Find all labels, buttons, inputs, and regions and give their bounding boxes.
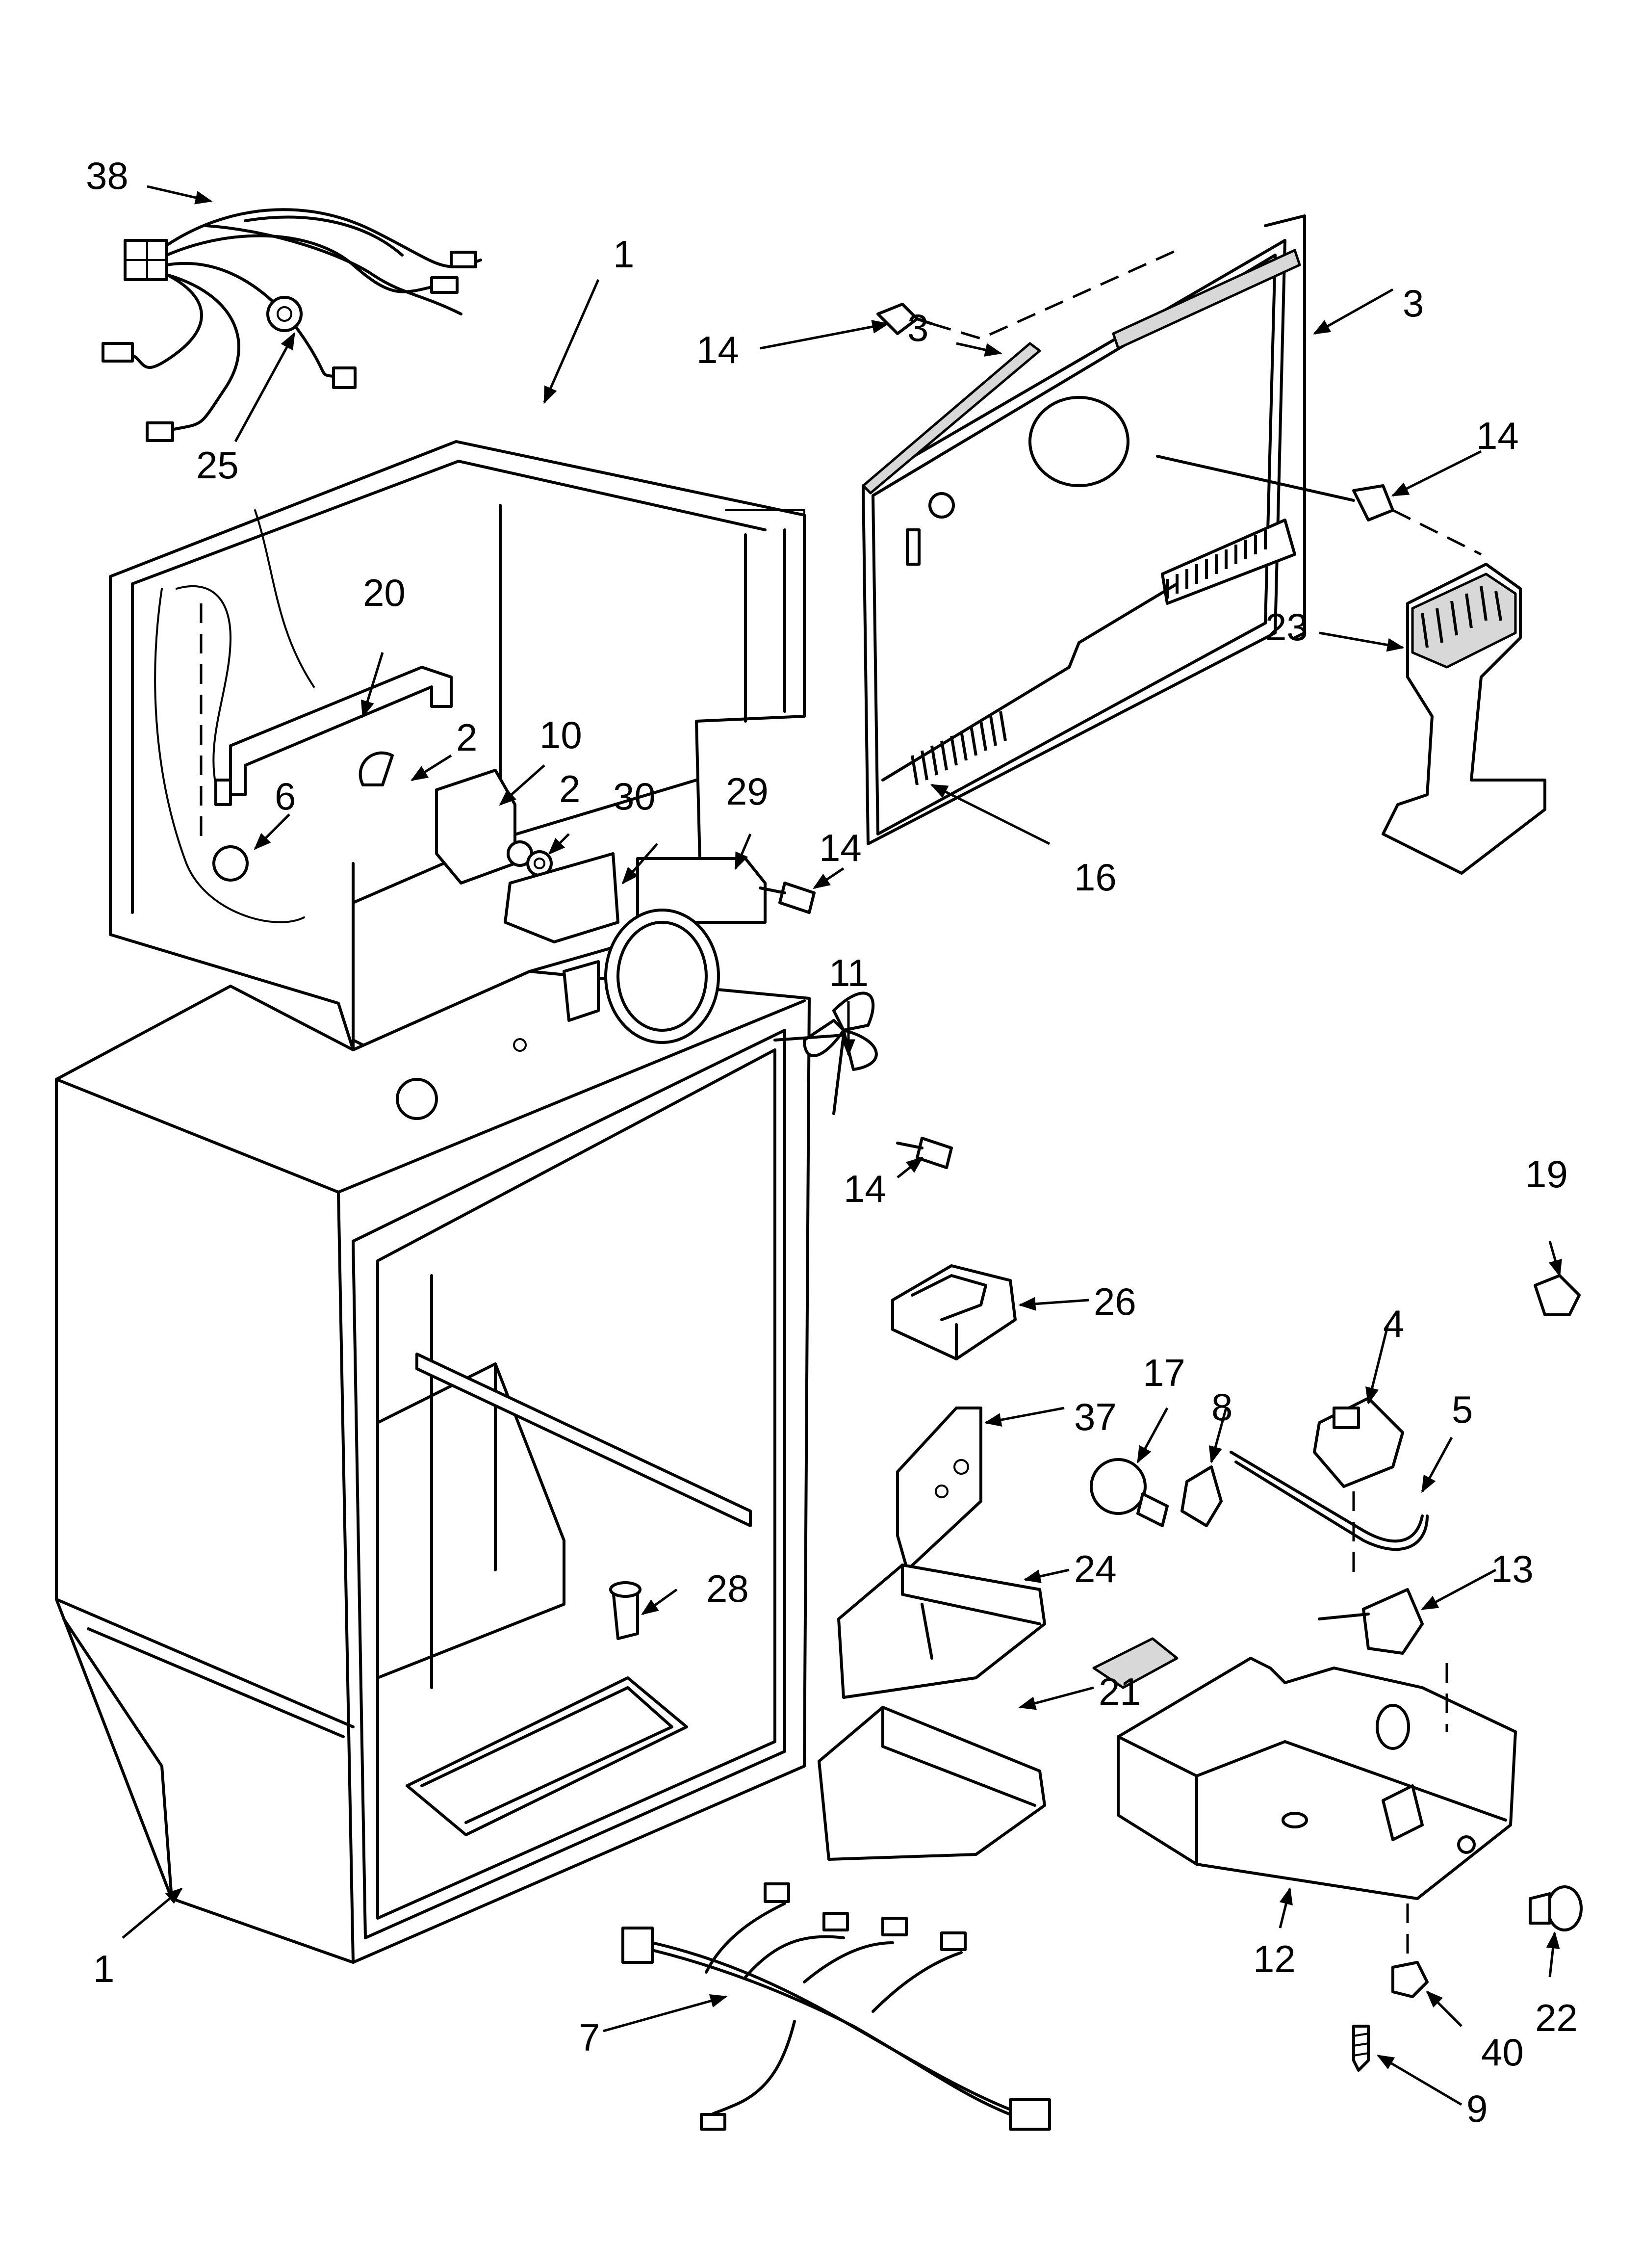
drain-plug-28 bbox=[609, 1581, 641, 1640]
callout-29: 29 bbox=[726, 770, 769, 813]
callout-30: 30 bbox=[613, 775, 656, 818]
callout-14-a: 14 bbox=[819, 826, 862, 869]
callout-9: 9 bbox=[1466, 2087, 1488, 2130]
plug-6 bbox=[200, 603, 249, 882]
gasket-3 bbox=[1112, 214, 1306, 639]
callout-3-a: 3 bbox=[907, 306, 928, 349]
gasket-3 bbox=[862, 342, 1041, 495]
bracket-20 bbox=[214, 666, 453, 806]
callout-37: 37 bbox=[1074, 1395, 1117, 1438]
callout-14-b: 14 bbox=[696, 328, 739, 371]
callout-4: 4 bbox=[1383, 1302, 1404, 1345]
callout-22: 22 bbox=[1535, 1996, 1578, 2039]
screw-14 bbox=[876, 249, 1178, 340]
duct-21 bbox=[818, 1706, 1046, 1861]
callout-8: 8 bbox=[1211, 1385, 1232, 1429]
callout-28: 28 bbox=[706, 1567, 749, 1610]
clip-19 bbox=[1534, 1274, 1581, 1316]
callout-19: 19 bbox=[1525, 1152, 1568, 1196]
callout-25: 25 bbox=[196, 443, 239, 487]
control-13 bbox=[1318, 1588, 1424, 1655]
air-duct-23 bbox=[1382, 563, 1546, 875]
callout-20: 20 bbox=[363, 571, 406, 614]
nut-40 bbox=[1391, 1961, 1429, 1998]
callout-17: 17 bbox=[1143, 1351, 1185, 1394]
callout-14-d: 14 bbox=[844, 1167, 886, 1210]
callout-1-bottom: 1 bbox=[93, 1947, 114, 1990]
callout-24: 24 bbox=[1074, 1547, 1117, 1590]
light-housing-26 bbox=[891, 1264, 1017, 1360]
light-shield-37 bbox=[896, 1407, 982, 1571]
callout-12: 12 bbox=[1253, 1937, 1296, 1981]
wire-harness-7 bbox=[621, 1882, 1051, 2131]
screw-14 bbox=[896, 1137, 953, 1169]
fan-shroud-29 bbox=[563, 857, 767, 1044]
screw-14 bbox=[1156, 455, 1482, 556]
callout-11: 11 bbox=[829, 951, 869, 994]
callout-7: 7 bbox=[579, 2016, 600, 2059]
screw-14 bbox=[759, 882, 816, 914]
callout-6: 6 bbox=[275, 775, 296, 818]
refrigerator-cabinet-1 bbox=[55, 970, 811, 1964]
callout-38: 38 bbox=[86, 154, 128, 197]
light-bulb-17 bbox=[1090, 1458, 1169, 1527]
callout-21: 21 bbox=[1099, 1670, 1141, 1713]
callout-23: 23 bbox=[1265, 605, 1308, 649]
thermostat-4 bbox=[1313, 1397, 1404, 1488]
callout-14-c: 14 bbox=[1476, 414, 1519, 457]
callout-2-b: 2 bbox=[559, 767, 580, 810]
callout-26: 26 bbox=[1094, 1280, 1136, 1323]
callout-10: 10 bbox=[539, 713, 582, 756]
freezer-cabinet-1 bbox=[109, 440, 806, 1051]
callout-labels: 38 25 1 20 2 10 6 2 30 29 14 14 3 3 14 2… bbox=[86, 154, 1578, 2130]
temperature-control-10 bbox=[359, 751, 553, 885]
light-socket-8 bbox=[1180, 1465, 1223, 1527]
wire-harness-38 bbox=[102, 208, 482, 442]
callout-16: 16 bbox=[1074, 856, 1117, 899]
callout-2-a: 2 bbox=[456, 716, 477, 759]
leader-lines bbox=[122, 185, 1562, 2106]
callout-13: 13 bbox=[1491, 1547, 1534, 1590]
screw-9 bbox=[1352, 2025, 1370, 2072]
capillary-tube-5 bbox=[1230, 1451, 1429, 1580]
callout-3-b: 3 bbox=[1403, 282, 1424, 325]
callout-40: 40 bbox=[1481, 2031, 1524, 2074]
callout-5: 5 bbox=[1452, 1388, 1473, 1431]
damper-24 bbox=[837, 1564, 1046, 1699]
air-baffle-30 bbox=[504, 852, 619, 943]
control-housing-12 bbox=[1092, 1637, 1517, 1967]
knob-22 bbox=[1529, 1885, 1583, 1931]
callout-1-top: 1 bbox=[613, 233, 634, 276]
